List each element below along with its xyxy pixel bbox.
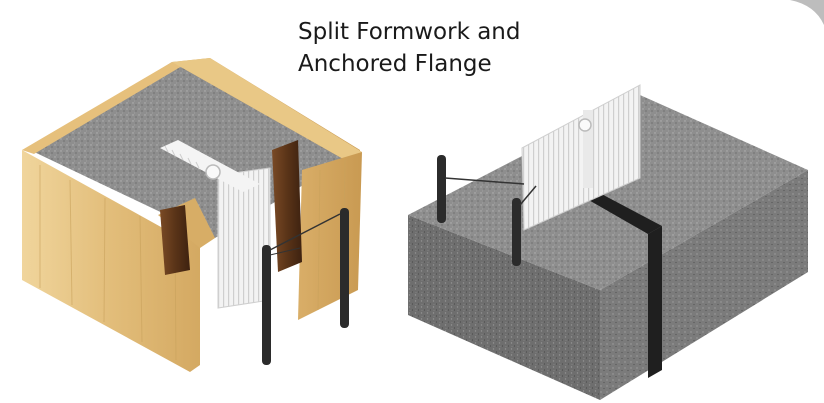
diagram-title: Split Formwork and Anchored Flange [298, 16, 521, 80]
waterstop-teeth [164, 145, 200, 169]
anchor-tie-wire-2 [519, 185, 537, 206]
formwork-top-edge-back [172, 58, 362, 160]
formwork-post-left [160, 205, 190, 275]
concrete-block-front [408, 215, 600, 400]
split-formwork-illustration [22, 58, 362, 372]
corner-shadow [790, 0, 824, 25]
waterstop-center-bulb [205, 164, 221, 180]
rebar-right [340, 208, 349, 328]
tie-wire [269, 213, 341, 251]
joint-line-side [648, 226, 662, 378]
title-line-2: Anchored Flange [298, 51, 492, 77]
formwork-top-edge-left [22, 62, 182, 154]
formwork-front-wall [22, 150, 200, 372]
rebar-left [262, 245, 271, 365]
flange-ribbed-panel [521, 84, 641, 231]
tie-wire-2 [269, 247, 301, 256]
anchor-tie-wire [444, 177, 525, 185]
title-line-1: Split Formwork and [298, 19, 521, 45]
formwork-right-wall [298, 152, 362, 320]
anchor-rebar-right [512, 198, 521, 266]
anchored-flange-illustration [408, 84, 808, 400]
flange-center-strip [583, 110, 593, 188]
anchor-rebar-left [437, 155, 446, 223]
formwork-post-right [272, 140, 302, 272]
joint-line-top [580, 189, 662, 234]
flange-center-bulb [578, 118, 592, 132]
